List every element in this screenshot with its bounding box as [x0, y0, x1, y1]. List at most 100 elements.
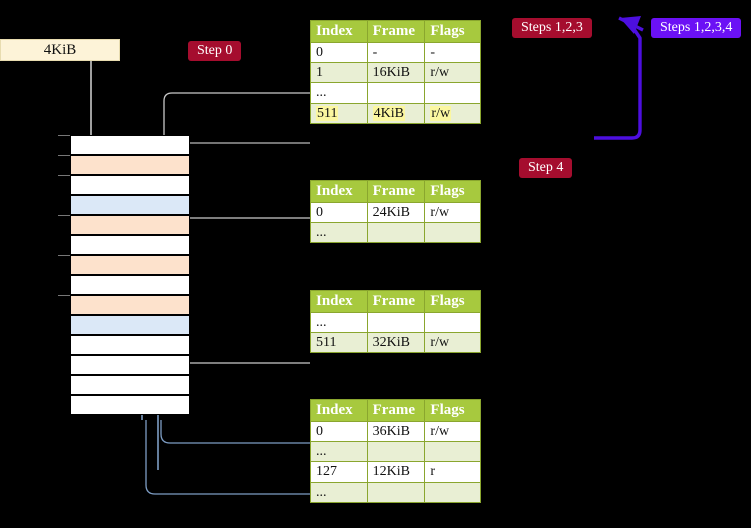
cell-flags: r/w: [424, 420, 481, 442]
cell-frame: [366, 311, 426, 333]
size-label-text: 4KiB: [43, 41, 77, 58]
column-header-flags: Flags: [424, 399, 481, 422]
cell-frame: 4KiB: [366, 102, 426, 125]
memory-frame-row: [70, 335, 190, 355]
cell-frame: 24KiB: [366, 201, 426, 223]
memory-frame-row: [70, 355, 190, 375]
memory-frame-tick: [58, 155, 70, 156]
memory-frame-row: [70, 375, 190, 395]
cell-flags: r/w: [424, 102, 481, 125]
column-header-index: Index: [310, 399, 368, 422]
cell-index: 0: [310, 201, 368, 223]
memory-frame-row: [70, 295, 190, 315]
cell-frame: 32KiB: [366, 331, 426, 354]
size-label-4kib: 4KiB: [0, 39, 120, 61]
cell-flags: r/w: [424, 331, 481, 354]
table-row: ...: [310, 440, 481, 463]
memory-frame-tick: [58, 215, 70, 216]
cell-flags: [424, 481, 481, 504]
column-header-index: Index: [310, 290, 368, 313]
cell-index: ...: [310, 481, 368, 504]
cell-frame: [366, 221, 426, 244]
badge-step-0: Step 0: [188, 41, 242, 62]
memory-frame-row: [70, 395, 190, 415]
badge-steps-123: Steps 1,2,3: [512, 18, 592, 39]
memory-frame-tick: [58, 295, 70, 296]
memory-frame-row: [70, 175, 190, 195]
column-header-frame: Frame: [366, 399, 426, 422]
memory-frame-row: [70, 195, 190, 215]
memory-frame-tick: [58, 135, 70, 136]
column-header-frame: Frame: [366, 290, 426, 313]
cell-index: 511: [310, 102, 368, 125]
column-header-index: Index: [310, 20, 368, 43]
memory-frame-row: [70, 315, 190, 335]
table-row: 0--: [310, 41, 481, 63]
cell-index: 0: [310, 420, 368, 442]
column-header-frame: Frame: [366, 20, 426, 43]
table-row: ...: [310, 82, 481, 104]
badge-step-4: Step 4: [519, 158, 573, 179]
wire-tbl3-row0: [160, 420, 310, 444]
cell-flags: r/w: [424, 201, 481, 223]
cell-index: ...: [310, 82, 368, 104]
memory-frame-row: [70, 135, 190, 155]
cell-flags: [424, 440, 481, 463]
memory-frame-tick: [58, 255, 70, 256]
memory-frame-row: [70, 215, 190, 235]
wire-tbl3-row127: [145, 420, 310, 495]
cell-index: 1: [310, 61, 368, 84]
badge-steps-1234: Steps 1,2,3,4: [651, 18, 742, 39]
cell-index: 0: [310, 41, 368, 63]
memory-frame-row: [70, 275, 190, 295]
memory-frame-row: [70, 255, 190, 275]
cell-index: ...: [310, 221, 368, 244]
column-header-flags: Flags: [424, 290, 481, 313]
cell-index: ...: [310, 311, 368, 333]
cell-flags: -: [424, 41, 481, 63]
cell-frame: [366, 82, 426, 104]
cell-flags: [424, 311, 481, 333]
cell-frame: -: [366, 41, 426, 63]
bracket-steps1234: [594, 16, 644, 140]
column-header-flags: Flags: [424, 20, 481, 43]
cell-frame: 36KiB: [366, 420, 426, 442]
table-row: ...: [310, 311, 481, 333]
cell-index: ...: [310, 440, 368, 463]
column-header-index: Index: [310, 180, 368, 203]
wire-tbl0-511-to-mem: [163, 142, 310, 171]
cell-flags: [424, 221, 481, 244]
column-header-frame: Frame: [366, 180, 426, 203]
cell-frame: [366, 481, 426, 504]
cell-frame: [366, 440, 426, 463]
cell-index: 127: [310, 461, 368, 483]
wire-tbl0-row1: [163, 92, 310, 140]
cell-index: 511: [310, 331, 368, 354]
cell-flags: r: [424, 461, 481, 483]
memory-frame-row: [70, 235, 190, 255]
memory-frame-row: [70, 155, 190, 175]
cell-frame: 16KiB: [366, 61, 426, 84]
cell-frame: 12KiB: [366, 461, 426, 483]
cell-flags: [424, 82, 481, 104]
physical-memory-column: [58, 135, 190, 415]
table-row: ...: [310, 481, 481, 504]
memory-frame-tick: [58, 175, 70, 176]
table-row: ...: [310, 221, 481, 244]
cell-flags: r/w: [424, 61, 481, 84]
